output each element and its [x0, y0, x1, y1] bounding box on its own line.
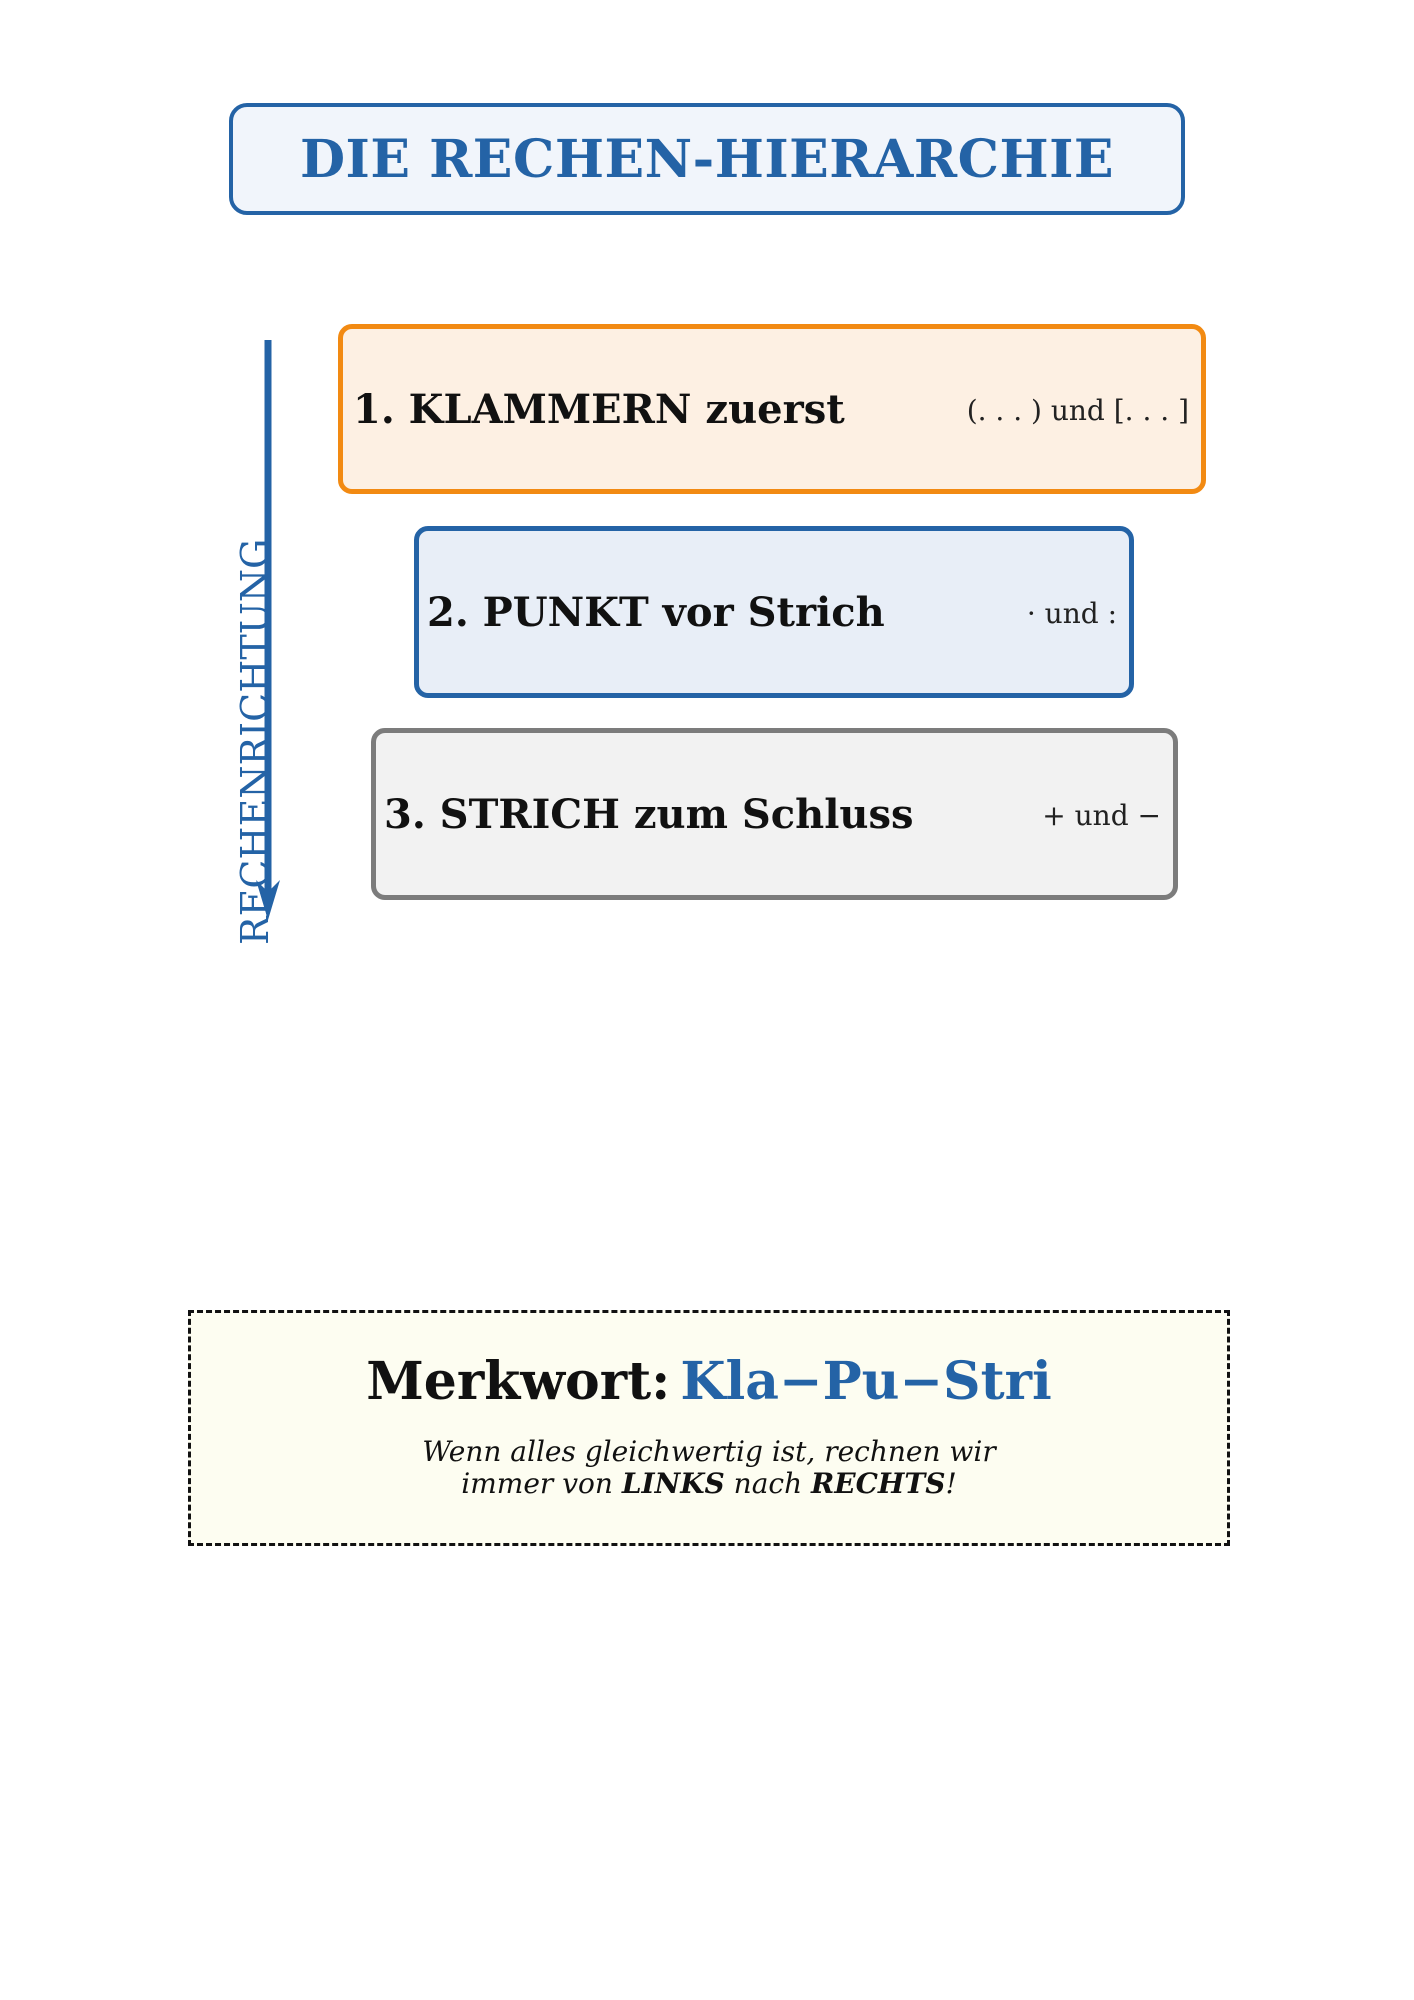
memo-note-prefix: immer von [461, 1467, 622, 1500]
memo-word: Kla−Pu−Stri [680, 1351, 1052, 1412]
step-line-title: 3. STRICH zum Schluss [384, 790, 914, 838]
step-point-title: 2. PUNKT vor Strich [427, 588, 885, 636]
step-point: 2. PUNKT vor Strich · und : [414, 526, 1134, 698]
title-box: DIE RECHEN-HIERARCHIE [229, 103, 1185, 215]
memo-box: Merkwort:Kla−Pu−Stri Wenn alles gleichwe… [188, 1310, 1230, 1546]
memo-note-middle: nach [724, 1467, 812, 1500]
step-brackets-ops: (. . . ) und [. . . ] [966, 394, 1189, 428]
step-line: 3. STRICH zum Schluss + und − [371, 728, 1178, 900]
direction-label: RECHENRICHTUNG [233, 538, 277, 945]
memo-note-suffix: ! [945, 1467, 957, 1500]
memo-note-right: RECHTS [811, 1467, 946, 1500]
memo-note-line2: immer von LINKS nach RECHTS! [191, 1468, 1227, 1500]
memo-note: Wenn alles gleichwertig ist, rechnen wir… [191, 1436, 1227, 1500]
memo-label: Merkwort: [366, 1351, 671, 1412]
step-brackets-title: 1. KLAMMERN zuerst [353, 385, 845, 433]
arrow-down-icon [256, 340, 280, 920]
step-point-ops: · und : [1026, 597, 1117, 631]
page-title: DIE RECHEN-HIERARCHIE [299, 128, 1115, 190]
memo-note-left: LINKS [621, 1467, 725, 1500]
arrow-head [256, 880, 280, 920]
memo-heading: Merkwort:Kla−Pu−Stri [191, 1351, 1227, 1412]
step-line-ops: + und − [1042, 799, 1161, 833]
step-brackets: 1. KLAMMERN zuerst (. . . ) und [. . . ] [338, 324, 1206, 494]
memo-note-line1: Wenn alles gleichwertig ist, rechnen wir [422, 1435, 996, 1468]
